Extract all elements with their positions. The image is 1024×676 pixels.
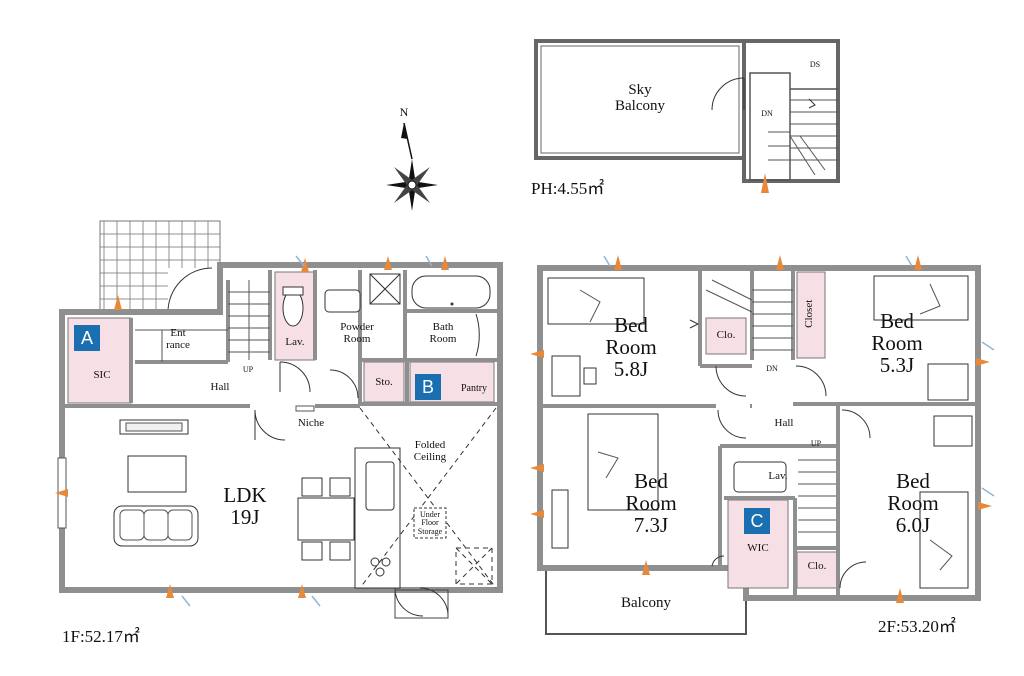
bed-room-sw-label: Bed Room 7.3J bbox=[625, 469, 677, 538]
bed-room-nw-label: Bed Room 5.8J bbox=[605, 313, 657, 382]
lav-1f-label: Lav. bbox=[285, 336, 305, 348]
sky-balcony-label: Sky Balcony bbox=[615, 82, 665, 114]
compass-rose bbox=[386, 122, 438, 211]
lav-2f-label: Lav. bbox=[768, 470, 788, 482]
floor1-area-label: 1F:52.17㎡ bbox=[62, 627, 140, 646]
ph-area-label: PH:4.55㎡ bbox=[531, 179, 605, 198]
penthouse-plan bbox=[534, 39, 840, 193]
ph-ds-label: DS bbox=[809, 60, 821, 69]
badge-a: A bbox=[74, 325, 100, 351]
hall-2f-label: Hall bbox=[774, 417, 794, 429]
floor1-plan bbox=[57, 220, 503, 619]
bed-room-ne-label: Bed Room 5.3J bbox=[871, 309, 923, 378]
badge-c: C bbox=[744, 508, 770, 534]
bed-room-se-label: Bed Room 6.0J bbox=[887, 469, 939, 538]
sto-label: Sto. bbox=[375, 376, 393, 388]
sic-label: SIC bbox=[93, 369, 111, 381]
compass-north-label: N bbox=[399, 105, 409, 119]
wic-label: WIC bbox=[747, 542, 769, 554]
up-1f-label: UP bbox=[242, 365, 254, 374]
entrance-label: Ent rance bbox=[166, 327, 190, 351]
pantry-label: Pantry bbox=[460, 383, 488, 394]
up-2f-label: UP bbox=[810, 439, 822, 448]
powder-room-label: Powder Room bbox=[340, 321, 374, 345]
niche-label: Niche bbox=[297, 417, 325, 429]
clo-nw-label: Clo. bbox=[716, 329, 736, 341]
ph-dn-label: DN bbox=[761, 109, 773, 118]
balcony-label: Balcony bbox=[621, 595, 671, 611]
bath-room-label: Bath Room bbox=[429, 321, 457, 345]
window-markers bbox=[55, 255, 995, 607]
floor2-plan bbox=[537, 265, 981, 635]
ldk-label: LDK 19J bbox=[223, 483, 267, 530]
folded-ceiling-label: Folded Ceiling bbox=[413, 439, 447, 463]
clo-se-label: Clo. bbox=[807, 560, 827, 572]
under-floor-storage-label: Under Floor Storage bbox=[417, 510, 443, 536]
dn-2f-label: DN bbox=[766, 364, 778, 373]
hall-1f-label: Hall bbox=[210, 381, 230, 393]
badge-b: B bbox=[415, 374, 441, 400]
closet-label: Closet bbox=[803, 299, 816, 328]
floor2-area-label: 2F:53.20㎡ bbox=[878, 617, 956, 636]
